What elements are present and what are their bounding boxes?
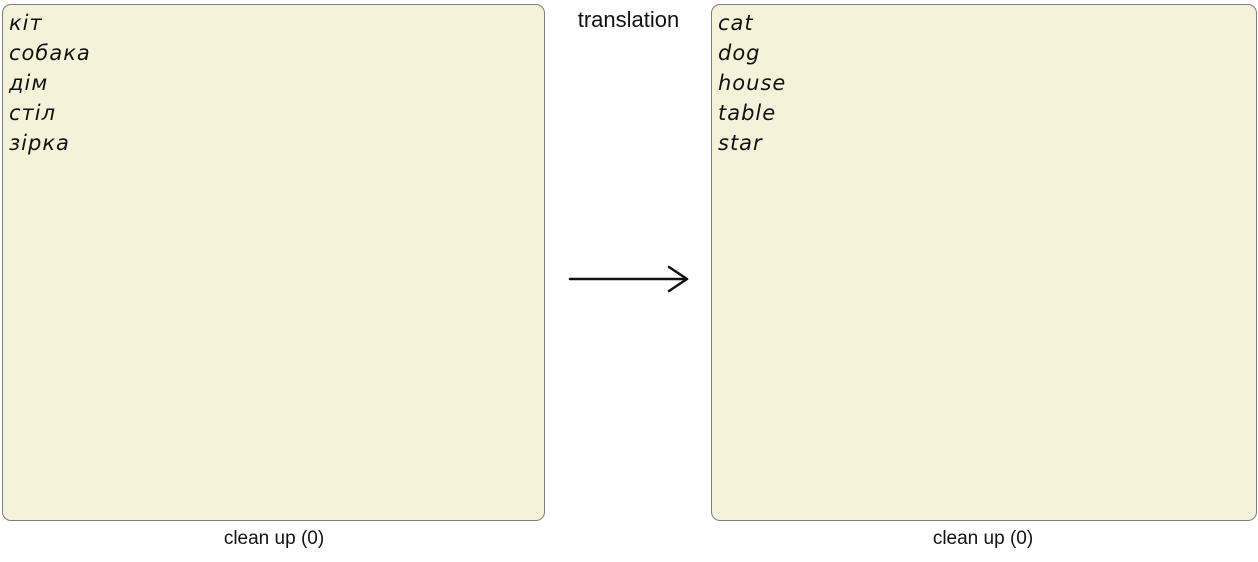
translation-label: translation <box>577 7 680 32</box>
source-word[interactable]: зірка <box>9 131 70 155</box>
source-word[interactable]: кіт <box>9 11 43 35</box>
target-word[interactable]: star <box>718 131 763 155</box>
right-arrow-icon <box>568 265 689 293</box>
source-word[interactable]: дім <box>9 71 49 95</box>
target-clean-up-button[interactable]: clean up (0) <box>932 528 1034 549</box>
target-word[interactable]: cat <box>718 11 754 35</box>
target-word[interactable]: table <box>718 101 777 125</box>
source-word[interactable]: собака <box>9 41 91 65</box>
source-clean-up-button[interactable]: clean up (0) <box>223 528 325 549</box>
source-word[interactable]: стіл <box>9 101 57 125</box>
target-word[interactable]: house <box>718 71 787 95</box>
source-word-list: кіт собака дім стіл зірка <box>9 8 538 158</box>
target-word[interactable]: dog <box>718 41 761 65</box>
target-word-list: cat dog house table star <box>718 8 1250 158</box>
source-word-panel[interactable]: кіт собака дім стіл зірка <box>2 4 545 521</box>
target-word-panel[interactable]: cat dog house table star <box>711 4 1257 521</box>
